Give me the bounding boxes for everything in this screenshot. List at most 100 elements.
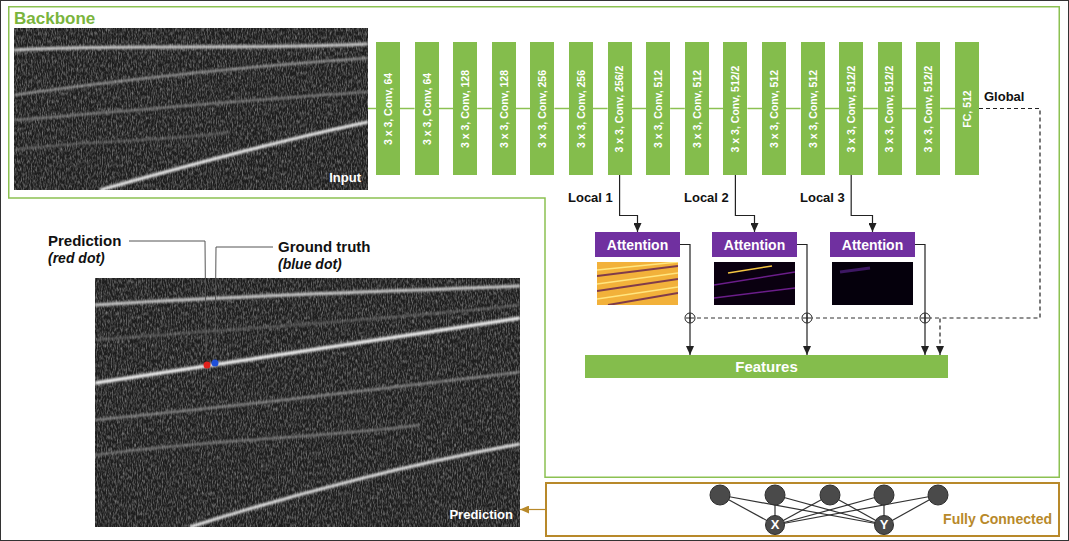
hidden-neuron xyxy=(928,485,948,505)
attention-map xyxy=(714,272,795,298)
conv-layer-box: 3 x 3, Conv, 512 xyxy=(762,42,786,175)
callout-note: (blue dot) xyxy=(278,256,342,273)
neuron-label: X xyxy=(771,518,780,532)
label-slot: (blue dot) xyxy=(278,256,342,273)
leader-line xyxy=(129,241,273,358)
conv-layer-box: 3 x 3, Conv, 512/2 xyxy=(723,42,747,175)
layer-label: 3 x 3, Conv, 512/2 xyxy=(922,65,934,152)
flow-arrow xyxy=(735,175,754,232)
block-label: Attention xyxy=(724,237,785,253)
hidden-neuron xyxy=(820,485,840,505)
label-slot: Ground truth xyxy=(278,238,370,255)
attention-map xyxy=(597,266,678,305)
layer-link xyxy=(863,108,878,110)
attention-map xyxy=(832,262,913,305)
attention-map xyxy=(597,262,678,305)
conv-layer-box: 3 x 3, Conv, 512/2 xyxy=(878,42,902,175)
layer-link xyxy=(709,108,724,110)
ground-truth-dot xyxy=(212,360,219,367)
prediction-ultrasound xyxy=(95,372,520,420)
neuron-shape xyxy=(874,516,893,535)
block-label: Attention xyxy=(842,237,903,253)
input-ultrasound xyxy=(14,58,368,95)
input-ultrasound xyxy=(14,44,368,50)
branch-label: Global xyxy=(984,88,1024,105)
layer-label: 3 x 3, Conv, 64 xyxy=(382,72,394,144)
hidden-neuron xyxy=(710,485,948,505)
attention-block: Attention xyxy=(830,232,915,257)
conv-layer-box: 3 x 3, Conv, 256 xyxy=(530,42,554,175)
global-feature-line xyxy=(690,318,940,319)
flow-arrow xyxy=(520,509,545,510)
prediction-dot xyxy=(204,362,211,369)
neuron-label: Y xyxy=(880,518,889,532)
fc-connection xyxy=(775,495,938,525)
conv-layer-box: 3 x 3, Conv, 64 xyxy=(376,42,400,175)
layer-label: 3 x 3, Conv, 256 xyxy=(536,69,548,147)
layer-link xyxy=(825,108,840,110)
panel-title: Fully Connected xyxy=(943,511,1058,535)
hidden-neuron xyxy=(874,485,894,505)
callout-label: Ground truth xyxy=(278,238,370,255)
prediction-ultrasound xyxy=(95,318,520,383)
attention-map xyxy=(840,268,870,272)
attention-block: Attention xyxy=(712,232,797,257)
prediction-ultrasound xyxy=(95,305,520,340)
conv-layer-box: FC, 512 xyxy=(955,42,979,175)
conv-layer-box: 3 x 3, Conv, 512 xyxy=(646,42,670,175)
input-ultrasound xyxy=(14,132,230,150)
layer-label: 3 x 3, Conv, 512 xyxy=(807,69,819,147)
layer-link xyxy=(554,108,569,110)
label-slot: Prediction xyxy=(48,232,121,249)
flow-arrow xyxy=(797,245,807,356)
input-ultrasound xyxy=(14,28,368,190)
fully-connected-panel: Fully Connected X Y xyxy=(545,482,1060,537)
attention-map xyxy=(714,262,795,305)
backbone-panel: BackboneInput 3 x 3, Conv, 64 3 x 3, Conv,… xyxy=(8,6,1060,478)
block-label: Attention xyxy=(607,237,668,253)
conv-layer-box: 3 x 3, Conv, 256/2 xyxy=(608,42,632,175)
neuron-shape xyxy=(765,516,784,535)
conv-layer-box: 3 x 3, Conv, 128 xyxy=(453,42,477,175)
conv-layer-box: 3 x 3, Conv, 512 xyxy=(801,42,825,175)
layer-link xyxy=(439,108,454,110)
block-label: Features xyxy=(735,358,798,375)
branch-label: Local 1 xyxy=(568,189,613,206)
callout-note: (red dot) xyxy=(48,250,105,267)
layer-link xyxy=(940,108,955,110)
prediction-ultrasound xyxy=(95,278,520,527)
hidden-neuron xyxy=(765,485,785,505)
input-ultrasound xyxy=(100,122,368,190)
layer-label: 3 x 3, Conv, 512 xyxy=(768,69,780,147)
image-caption: Prediction xyxy=(449,507,520,527)
layer-link xyxy=(400,108,415,110)
flow-arrow xyxy=(915,245,925,356)
prediction-ultrasound xyxy=(95,278,520,527)
conv-layer-box: 3 x 3, Conv, 128 xyxy=(492,42,516,175)
prediction-ultrasound xyxy=(190,444,520,527)
layer-link xyxy=(516,108,531,110)
ultrasound-image-frame: Prediction xyxy=(95,278,520,527)
attention-map xyxy=(728,266,772,273)
panel-title: Backbone xyxy=(8,6,95,29)
layer-label: 3 x 3, Conv, 512 xyxy=(691,69,703,147)
attention-map xyxy=(597,262,678,305)
output-neuron: X xyxy=(765,515,786,535)
output-neuron: Y xyxy=(874,515,895,535)
conv-layer-box: 3 x 3, Conv, 64 xyxy=(415,42,439,175)
hidden-neuron xyxy=(710,485,730,505)
label-slot: Local 2 xyxy=(684,189,729,206)
attention-map xyxy=(714,262,795,305)
flow-arrow xyxy=(620,175,638,232)
attention-map xyxy=(832,262,913,305)
layer-link xyxy=(477,108,492,110)
layer-link xyxy=(747,108,762,110)
conv-layer-box: 3 x 3, Conv, 512/2 xyxy=(916,42,940,175)
layer-label: 3 x 3, Conv, 512/2 xyxy=(729,65,741,152)
ultrasound-image-frame: Input xyxy=(14,28,368,190)
input-ultrasound xyxy=(14,28,368,190)
layer-link xyxy=(786,108,801,110)
attention-block: Attention xyxy=(595,232,680,257)
panel-outline xyxy=(9,7,1060,478)
input-ultrasound xyxy=(14,28,368,190)
